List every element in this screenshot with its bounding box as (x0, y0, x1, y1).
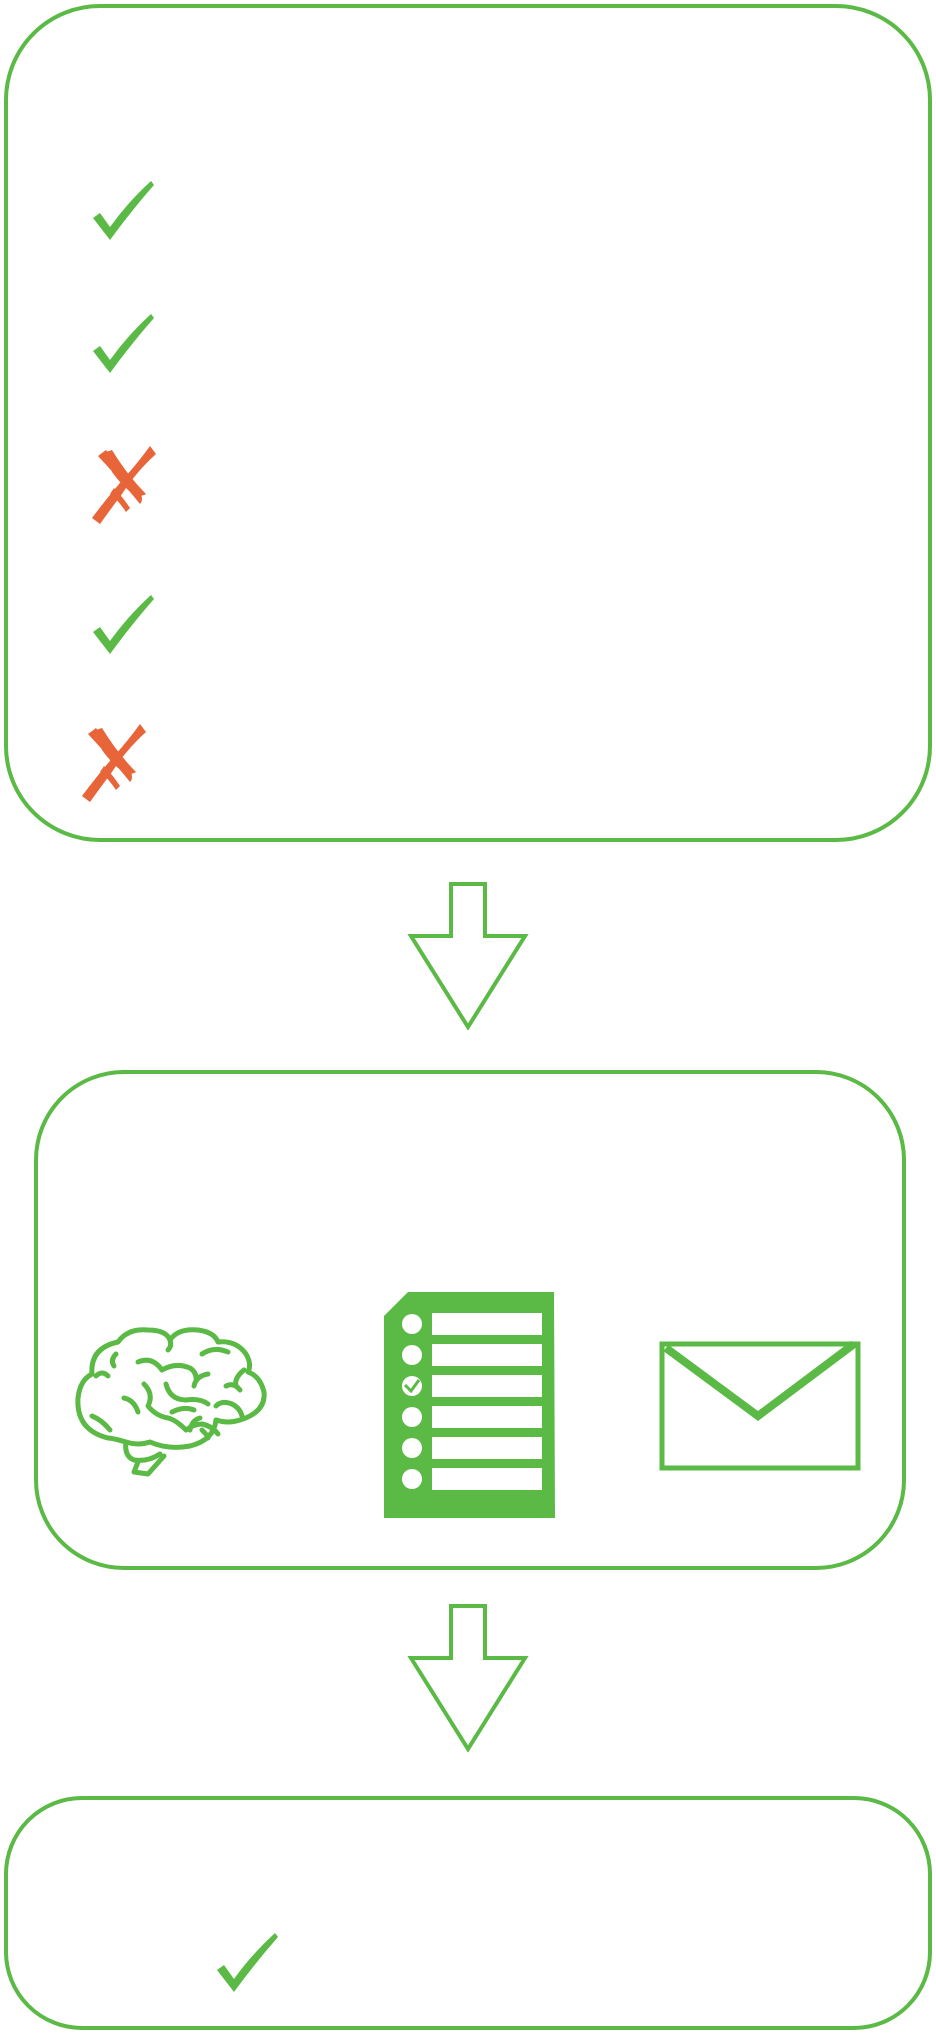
checklist-document-icon (384, 1292, 555, 1518)
criteria-item (78, 720, 228, 810)
check-icon (93, 595, 154, 654)
down-arrow-icon (407, 882, 529, 1030)
brain-icon (75, 1327, 267, 1477)
check-icon (93, 181, 154, 240)
check-icon (217, 1933, 278, 1992)
cross-icon (92, 446, 156, 524)
criteria-panel (4, 4, 932, 842)
criteria-item (88, 176, 238, 256)
criteria-item (88, 309, 238, 389)
result-panel (4, 1796, 932, 2030)
down-arrow-icon (407, 1604, 529, 1752)
criteria-item (88, 590, 238, 670)
tools-panel (34, 1070, 906, 1570)
cross-icon (82, 724, 146, 802)
check-icon (93, 314, 154, 373)
result-item (212, 1928, 362, 2008)
envelope-icon (659, 1340, 861, 1471)
criteria-item (88, 442, 238, 532)
